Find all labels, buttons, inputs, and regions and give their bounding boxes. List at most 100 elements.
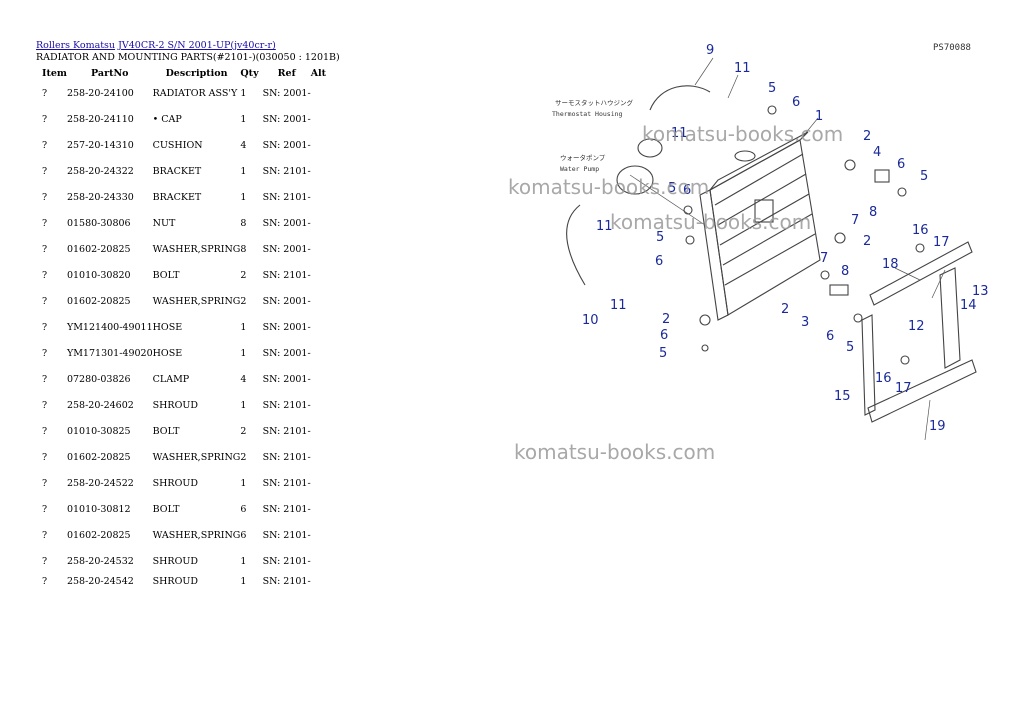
cell-alt	[311, 392, 326, 418]
cell-alt	[311, 158, 326, 184]
cell-qty: 8	[240, 243, 247, 255]
cell-alt	[311, 80, 326, 106]
cell-description: HOSE	[152, 321, 183, 333]
cell-partno: 258-20-24522	[66, 477, 134, 489]
cell-item: ?	[42, 113, 48, 125]
cell-description: SHROUD	[152, 477, 198, 489]
cell-partno: 258-20-24542	[66, 575, 134, 587]
callout-number: 7	[820, 251, 828, 266]
callout-number: 11	[596, 219, 613, 234]
col-description: Description	[165, 67, 228, 79]
cell-item: ?	[42, 529, 48, 541]
cell-item: ?	[42, 399, 48, 411]
cell-description: SHROUD	[152, 555, 198, 567]
cell-ref: SN: 2101-	[262, 529, 311, 541]
callout-number: 6	[792, 95, 800, 110]
cell-item: ?	[42, 243, 48, 255]
callout-number: 11	[610, 298, 627, 313]
cell-description: WASHER,SPRING	[152, 295, 241, 307]
cell-ref: SN: 2001-	[262, 347, 311, 359]
callout-number: 19	[929, 419, 946, 434]
cell-partno: 01580-30806	[66, 217, 131, 229]
cell-ref: SN: 2101-	[262, 575, 311, 587]
callout-number: 13	[972, 284, 989, 299]
cell-ref: SN: 2101-	[262, 555, 311, 567]
cell-description: CLAMP	[152, 373, 190, 385]
cell-description: CUSHION	[152, 139, 203, 151]
breadcrumb: Rollers Komatsu JV40CR-2 S/N 2001-UP(jv4…	[36, 40, 326, 52]
cell-ref: SN: 2001-	[262, 373, 311, 385]
cell-partno: YM171301-49020	[66, 347, 153, 359]
cell-qty: 6	[240, 503, 247, 515]
cell-partno: 01010-30825	[66, 425, 131, 437]
pump-label-jp: ウォータポンプ	[560, 153, 606, 162]
cell-qty: 4	[240, 373, 247, 385]
callout-number: 8	[869, 205, 877, 220]
col-alt: Alt	[310, 67, 327, 79]
cell-qty: 6	[240, 529, 247, 541]
cell-qty: 1	[240, 87, 247, 99]
cell-partno: 01602-20825	[66, 529, 131, 541]
cell-ref: SN: 2001-	[262, 113, 311, 125]
cell-description: SHROUD	[152, 575, 198, 587]
callout-number: 1	[815, 109, 823, 124]
fasteners-drawing	[683, 105, 925, 365]
cell-qty: 2	[240, 451, 247, 463]
cell-description: BOLT	[152, 425, 180, 437]
callout-number: 7	[851, 213, 859, 228]
cell-ref: SN: 2101-	[262, 503, 311, 515]
cell-description: BOLT	[152, 269, 180, 281]
cell-item: ?	[42, 425, 48, 437]
callout-number: 18	[882, 257, 899, 272]
cell-item: ?	[42, 575, 48, 587]
breadcrumb-link-model[interactable]: JV40CR-2 S/N 2001-UP(jv40cr-r)	[118, 40, 276, 51]
cell-description: WASHER,SPRING	[152, 243, 241, 255]
callout-number: 16	[912, 223, 929, 238]
callout-number: 6	[655, 254, 663, 269]
callout-number: 5	[846, 340, 854, 355]
cell-partno: 01602-20825	[66, 243, 131, 255]
cell-ref: SN: 2001-	[262, 243, 311, 255]
callout-number: 5	[668, 181, 676, 196]
pump-label: Water Pump	[560, 165, 599, 173]
cell-description: BRACKET	[152, 165, 202, 177]
cell-partno: 01010-30812	[66, 503, 131, 515]
cell-alt	[311, 548, 326, 574]
cell-alt	[311, 132, 326, 158]
watermark-2: komatsu-books.com	[508, 175, 710, 199]
callout-number: 11	[671, 126, 688, 141]
cell-qty: 2	[240, 425, 247, 437]
radiator-drawing	[699, 131, 821, 321]
cell-partno: 258-20-24602	[66, 399, 134, 411]
breadcrumb-link-make[interactable]: Rollers Komatsu	[36, 40, 116, 51]
cell-item: ?	[42, 139, 48, 151]
cell-alt	[311, 340, 326, 366]
cell-ref: SN: 2101-	[262, 399, 311, 411]
cell-item: ?	[42, 295, 48, 307]
shroud-drawing	[861, 241, 977, 423]
callout-number: 6	[826, 329, 834, 344]
callout-number: 2	[662, 312, 670, 327]
cell-ref: SN: 2001-	[262, 87, 311, 99]
cell-qty: 2	[240, 269, 247, 281]
callout-number: 5	[659, 346, 667, 361]
cell-partno: 257-20-14310	[66, 139, 134, 151]
callout-number: 5	[768, 81, 776, 96]
callout-number: 11	[734, 61, 751, 76]
water-pump-drawing	[616, 138, 706, 226]
cell-partno: 258-20-24100	[66, 87, 134, 99]
cell-alt	[311, 262, 326, 288]
cell-alt	[311, 496, 326, 522]
callout-number: 5	[656, 230, 664, 245]
callout-number: 10	[582, 313, 599, 328]
